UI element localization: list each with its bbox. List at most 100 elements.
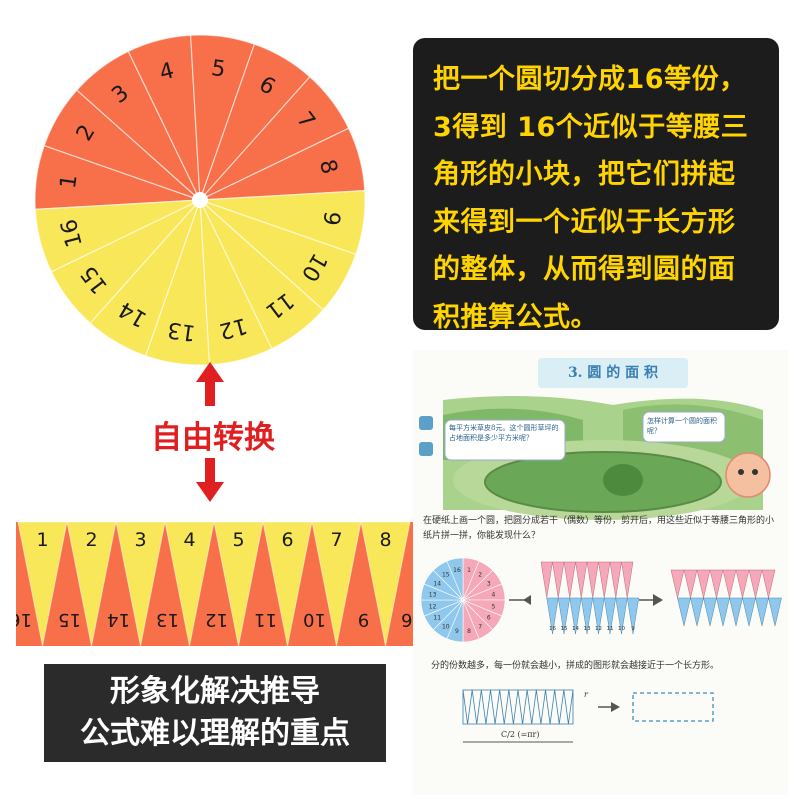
textbook-strip-top-wedge — [621, 561, 634, 599]
strip-top-number: 1 — [36, 529, 48, 551]
textbook-strip-top-wedge — [598, 561, 611, 599]
textbook-zigzag-frame — [462, 689, 574, 725]
strip-top-number: 5 — [232, 529, 244, 551]
strip-yellow-wedge — [360, 521, 411, 647]
textbook-strip-top-wedge — [552, 561, 565, 599]
textbook-strip-bottom-wedge — [626, 597, 640, 635]
textbook-strip-number: 14 — [572, 626, 579, 632]
textbook-strip-bottom-wedge — [729, 597, 743, 627]
textbook-strip-bottom-wedge — [557, 597, 571, 635]
textbook-strip-top-wedge — [563, 561, 576, 599]
textbook-circle-wedge — [446, 557, 464, 601]
strip-yellow-wedge — [213, 521, 264, 647]
strip-bottom-number: 14 — [107, 609, 130, 630]
description-line: 角形的小块，把它们拼起 — [433, 159, 736, 190]
textbook-circle-number: 3 — [487, 580, 491, 587]
textbook-circle-number: 6 — [487, 615, 491, 622]
strip-yellow-wedge — [262, 521, 313, 647]
description-line: 积推算公式。 — [433, 301, 598, 333]
wheel-wedge — [34, 199, 201, 273]
textbook-strip-top-wedge — [540, 561, 553, 599]
strip-yellow-wedge — [66, 521, 117, 647]
wheel-number: 5 — [210, 56, 227, 83]
textbook-formula-label: C/2 (=πr) — [501, 730, 540, 739]
strip-yellow-wedge — [115, 521, 166, 647]
textbook-zigzag-line — [462, 689, 574, 725]
textbook-strip-top-wedge — [696, 569, 711, 599]
unrolled-wedge-strip: 1234567816151413121110916 — [16, 521, 416, 647]
swap-label: 自由转换 — [151, 420, 275, 456]
wheel-number: 8 — [314, 157, 342, 177]
strip-bottom-number: 10 — [303, 609, 326, 630]
strip-bottom-number: 11 — [254, 609, 277, 630]
strip-top-number: 2 — [85, 529, 97, 551]
strip-top-number: 6 — [281, 529, 293, 551]
textbook-strip-top-wedge — [575, 561, 588, 599]
textbook-circle-number: 5 — [491, 604, 495, 611]
textbook-circle-number: 4 — [491, 591, 495, 598]
strip-top-number: 7 — [330, 529, 342, 551]
textbook-strip-bottom-wedge — [546, 597, 559, 635]
textbook-strip-top-wedge — [748, 569, 763, 599]
textbook-strip-number: 16 — [549, 626, 556, 632]
textbook-circle-number: 16 — [453, 567, 461, 574]
textbook-instruction: 在硬纸上画一个圆，把圆分成若干（偶数）等份，剪开后，用这些近似于等腰三角形的小纸… — [423, 516, 775, 541]
textbook-strip-bottom-wedge — [703, 597, 717, 627]
textbook-zigzag-rectangle — [462, 689, 574, 725]
wheel-number: 13 — [166, 316, 197, 345]
wheel-center-hole — [192, 192, 208, 208]
caption-box: 形象化解决推导 公式难以理解的重点 — [44, 664, 386, 762]
textbook-title: 3. 圆 的 面 积 — [567, 365, 659, 381]
description-line: 把一个圆切分成16等份， — [433, 64, 747, 95]
textbook-strip-top-wedge — [670, 569, 685, 599]
strip-top-number: 8 — [379, 529, 391, 551]
strip-yellow-wedge — [311, 521, 362, 647]
description-box: 把一个圆切分成16等份， 3得到 16个近似于等腰三 角形的小块，把它们拼起 来… — [413, 38, 779, 333]
description-line: 3得到 16个近似于等腰三 — [433, 111, 749, 143]
textbook-note: 分的份数越多，每一份就会越小，拼成的图形就会越接近于一个长方形。 — [431, 661, 720, 671]
strip-top-number: 4 — [183, 529, 195, 551]
strip-bottom-number: 12 — [205, 609, 228, 630]
description-line: 来得到一个近似于长方形 — [433, 206, 736, 238]
textbook-strip-number: 12 — [595, 626, 602, 632]
textbook-circle-number: 10 — [442, 623, 450, 630]
description-line: 的整体，从而得到圆的面 — [433, 254, 736, 285]
wheel-number: 9 — [317, 210, 344, 227]
textbook-strip-bottom-wedge — [569, 597, 582, 635]
textbook-circle-number: 12 — [429, 604, 437, 611]
textbook-circle-number: 7 — [478, 623, 482, 630]
strip-yellow-wedge — [164, 521, 215, 647]
textbook-strip-bottom-wedge — [716, 597, 730, 627]
textbook-strip-top-wedge — [609, 561, 622, 599]
textbook-circle-number: 11 — [433, 615, 441, 622]
textbook-r-label: r — [584, 690, 588, 699]
caption-line-2: 公式难以理解的重点 — [80, 716, 350, 751]
textbook-strip-number: 9 — [631, 626, 635, 632]
strip-bottom-number: 15 — [58, 609, 81, 630]
textbook-strip-top-wedge — [735, 569, 750, 599]
caption-line-1: 形象化解决推导 — [110, 674, 320, 709]
strip-bottom-number: 13 — [156, 609, 179, 630]
textbook-strip-number: 15 — [561, 626, 568, 632]
textbook-circle-number: 8 — [467, 628, 471, 635]
textbook-circle-number: 15 — [442, 572, 450, 579]
textbook-strip-bottom-wedge — [580, 597, 594, 635]
strip-bottom-number: 16 — [401, 609, 416, 630]
textbook-strip-top-wedge — [586, 561, 599, 599]
textbook-bubble-left: 每平方米草皮8元。这个圆形草坪的占地面积是多少平方米呢？ — [449, 424, 559, 442]
textbook-strip-top-wedge — [761, 569, 776, 599]
textbook-strip-bottom-wedge — [615, 597, 628, 635]
textbook-circle-number: 1 — [467, 567, 471, 574]
textbook-strip-bottom-wedge — [690, 597, 704, 627]
textbook-strip-bottom-wedge — [677, 597, 691, 627]
textbook-circle-number: 9 — [455, 628, 459, 635]
wheel-number: 1 — [56, 173, 83, 190]
wheel-number: 4 — [157, 58, 177, 86]
textbook-strip-bottom-wedge — [592, 597, 605, 635]
textbook-strip-number: 11 — [607, 626, 614, 632]
